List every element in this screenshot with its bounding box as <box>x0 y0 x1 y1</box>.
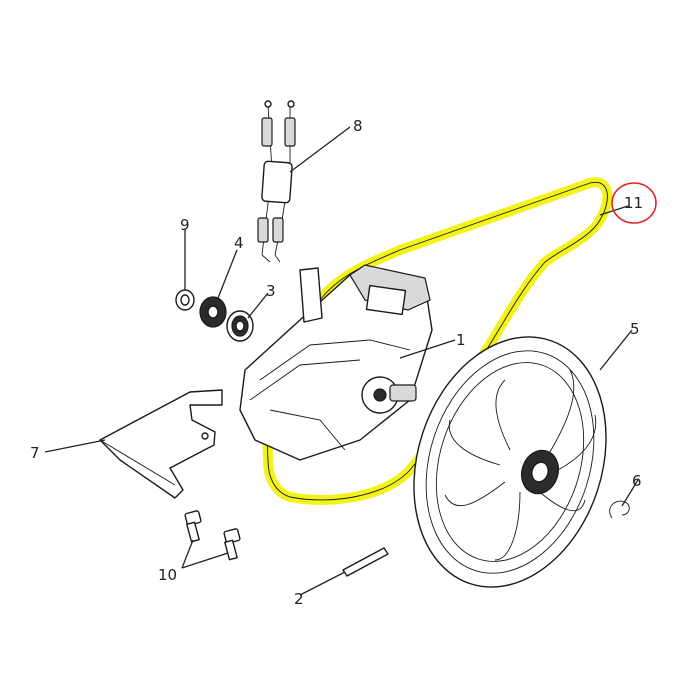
leader-lines <box>44 126 639 596</box>
callout-9: 9 <box>180 216 190 234</box>
callout-11-circle-highlight <box>611 182 657 224</box>
belt-part-11 <box>262 177 613 505</box>
bracket-part-7 <box>99 389 223 499</box>
belt-outline-outer <box>267 181 608 501</box>
callout-2: 2 <box>294 590 304 608</box>
callout-1: 1 <box>456 331 466 349</box>
gear-part-4 <box>199 296 227 328</box>
callout-6: 6 <box>632 472 642 490</box>
bearing-part-3 <box>226 310 254 342</box>
callout-7: 7 <box>30 444 40 462</box>
callout-5: 5 <box>630 320 640 338</box>
callout-4: 4 <box>234 234 244 252</box>
bolts-part-10 <box>184 510 241 561</box>
cable-part-8 <box>257 100 296 263</box>
callout-11: 11 <box>624 194 643 212</box>
wheel-part-5 <box>413 336 607 588</box>
gearbox-part-1 <box>239 264 433 461</box>
clip-part-6 <box>609 500 630 519</box>
pin-part-2 <box>342 547 389 577</box>
callout-8: 8 <box>353 117 363 135</box>
washer-part-9 <box>175 289 195 311</box>
callout-10: 10 <box>158 566 177 584</box>
callout-3: 3 <box>266 282 276 300</box>
